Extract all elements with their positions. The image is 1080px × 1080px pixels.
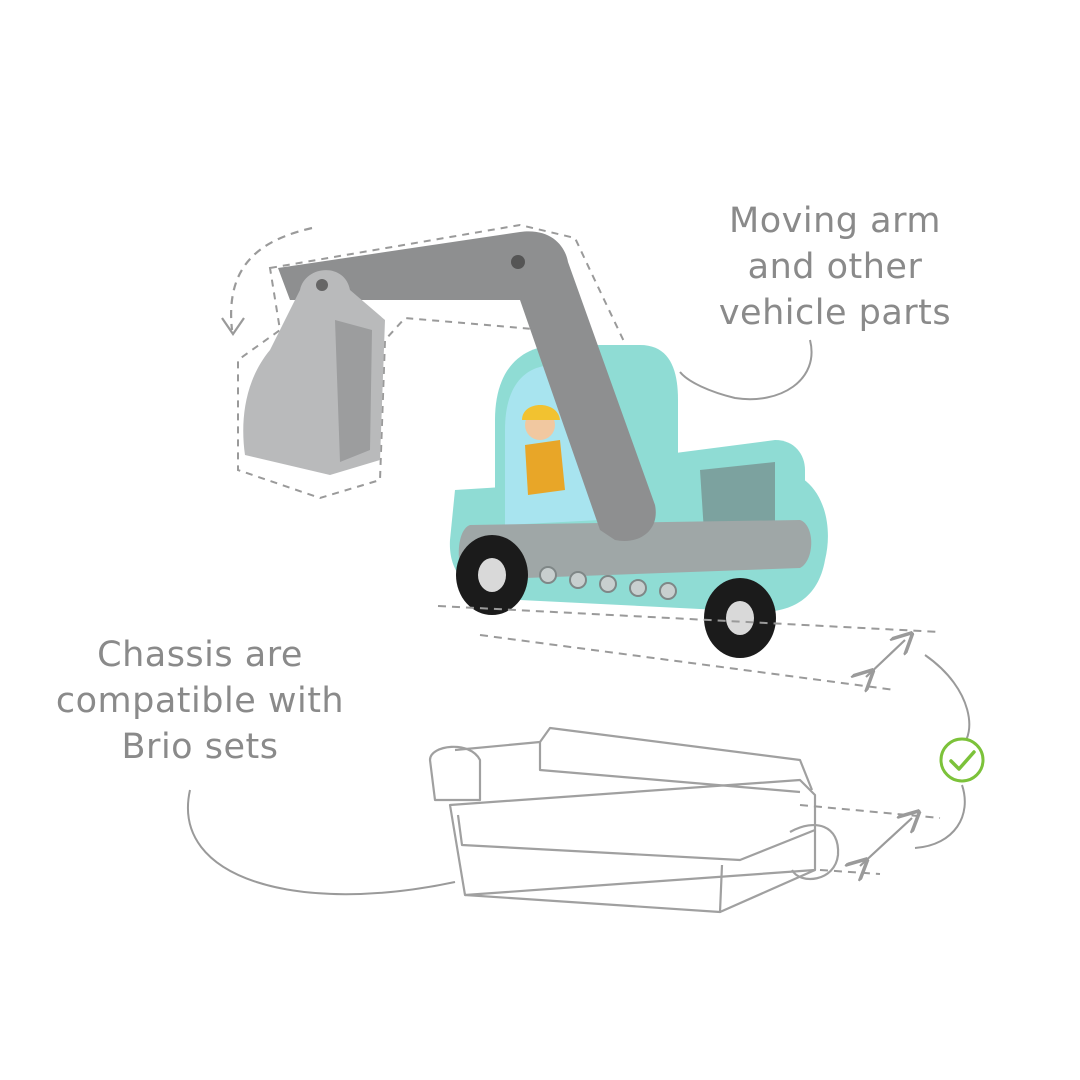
chassis-callout-curve — [187, 789, 456, 896]
arm-caption-line-1: Moving arm — [729, 201, 941, 241]
excavator-track — [458, 520, 812, 580]
excavator-boom — [278, 231, 656, 541]
track-rollers — [539, 566, 677, 600]
boom-pin — [511, 255, 525, 269]
front-wheel — [456, 535, 528, 615]
rear-wheel — [704, 578, 776, 658]
arm-callout-curve — [679, 339, 813, 401]
double-arrow-icon-2 — [860, 818, 912, 866]
chassis-caption: Chassis are compatible with Brio sets — [20, 632, 380, 770]
chassis-height-line-bottom — [479, 634, 896, 691]
bucket-pin — [316, 279, 328, 291]
driver-helmet — [522, 405, 560, 420]
excavator-toy — [243, 231, 828, 658]
curved-arrow-icon — [230, 226, 313, 331]
arm-caption: Moving arm and other vehicle parts — [690, 198, 980, 336]
chassis-caption-line-3: Brio sets — [121, 727, 279, 767]
chassis-caption-line-1: Chassis are — [97, 635, 303, 675]
driver-body — [525, 440, 565, 495]
bucket-inner — [335, 320, 372, 462]
wooden-track-piece — [428, 726, 840, 914]
arm-caption-line-3: vehicle parts — [718, 293, 952, 333]
chassis-height-line-top — [437, 605, 941, 633]
track-height-line-top — [799, 804, 941, 819]
curved-arrow-head — [221, 317, 245, 336]
check-icon — [939, 737, 985, 783]
chassis-caption-line-2: compatible with — [55, 681, 345, 721]
arm-caption-line-2: and other — [747, 247, 923, 287]
double-arrow-icon — [866, 640, 905, 677]
